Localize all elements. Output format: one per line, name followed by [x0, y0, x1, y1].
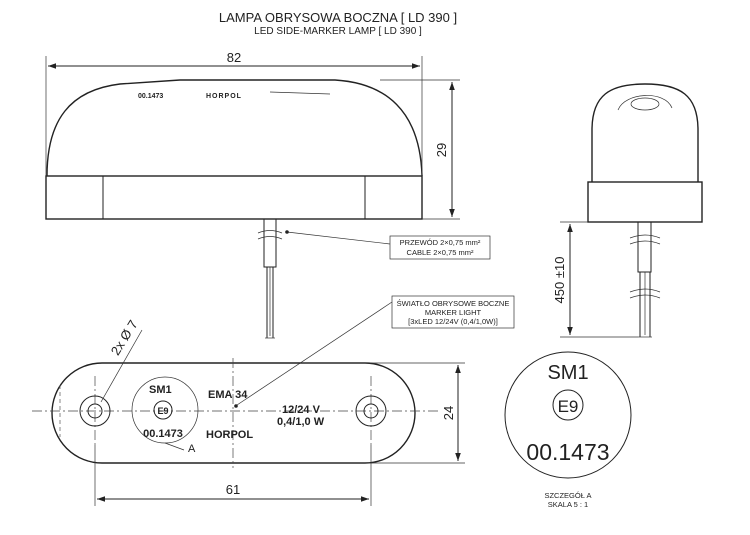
drawing-subtitle: LED SIDE-MARKER LAMP [ LD 390 ] [254, 26, 422, 37]
bottom-brand-text: HORPOL [206, 429, 253, 441]
detail-approval-text: 00.1473 [526, 439, 609, 465]
light-callout-en: MARKER LIGHT [425, 308, 482, 317]
side-view: 00.1473 HORPOL 82 29 [45, 50, 460, 339]
detail-scale: SKALA 5 : 1 [548, 500, 588, 509]
drawing-title: LAMPA OBRYSOWA BOCZNA [ LD 390 ] [219, 10, 457, 25]
detail-label: SZCZEGÓŁ A [544, 491, 591, 500]
marker-light-callout: ŚWIATŁO OBRYSOWE BOCZNE MARKER LIGHT [3x… [234, 295, 515, 408]
bottom-power-text: 0,4/1,0 W [277, 416, 325, 428]
dimension-width: 82 [227, 50, 241, 65]
dimension-holes: 2x Ø 7 [108, 317, 141, 357]
cable-callout: PRZEWÓD 2×0,75 mm² CABLE 2×0,75 mm² [389, 235, 491, 260]
dimension-cable-length: 450 ±10 [552, 257, 567, 304]
bottom-approval-text: 00.1473 [143, 428, 183, 440]
bottom-voltage-text: 12/24 V [282, 404, 321, 416]
dome-mark-text: 00.1473 [138, 93, 163, 100]
front-view: 450 ±10 [552, 83, 703, 338]
cable-callout-pl: PRZEWÓD 2×0,75 mm² [400, 238, 481, 247]
dome-brand-text: HORPOL [206, 93, 242, 100]
light-callout-spec: [3xLED 12/24V (0,4/1,0W)] [408, 317, 498, 326]
detail-a: SM1 E9 00.1473 SZCZEGÓŁ A SKALA 5 : 1 [504, 351, 632, 509]
dimension-height: 29 [434, 143, 449, 157]
bottom-e9-text: E9 [157, 406, 168, 416]
dimension-base-width: 24 [441, 406, 456, 420]
bottom-ema-text: EMA 34 [208, 389, 248, 401]
detail-sm1-text: SM1 [547, 362, 588, 384]
view-label-a: A [188, 443, 196, 455]
light-callout-pl: ŚWIATŁO OBRYSOWE BOCZNE [397, 299, 510, 308]
detail-e9-text: E9 [558, 397, 579, 416]
bottom-sm1-text: SM1 [149, 384, 172, 396]
cable-callout-en: CABLE 2×0,75 mm² [407, 248, 474, 257]
dimension-hole-spacing: 61 [226, 482, 240, 497]
bottom-view: SM1 E9 00.1473 EMA 34 12/24 V 0,4/1,0 W … [32, 317, 465, 506]
